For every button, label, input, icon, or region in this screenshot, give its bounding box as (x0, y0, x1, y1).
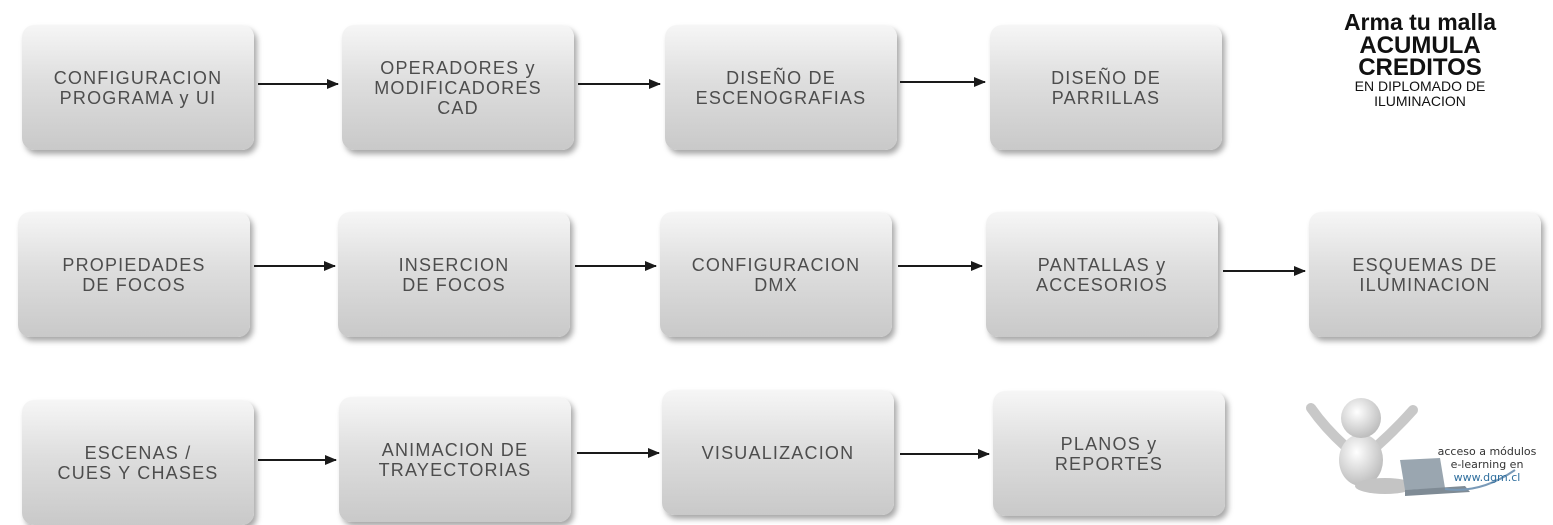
node-esquemas-iluminacion: ESQUEMAS DE ILUMINACION (1309, 212, 1541, 337)
node-planos-reportes: PLANOS y REPORTES (993, 391, 1225, 516)
node-visualizacion: VISUALIZACION (662, 390, 894, 515)
node-escenas-cues: ESCENAS / CUES Y CHASES (22, 400, 254, 525)
promo-line-arma: Arma tu malla (1343, 9, 1497, 35)
node-label: VISUALIZACION (701, 442, 855, 463)
elearning-graphic: acceso a módulos e-learning en www.dgm.c… (1305, 388, 1553, 498)
node-label: INSERCION DE FOCOS (398, 254, 510, 295)
promo-block: Arma tu malla ACUMULA CREDITOS EN DIPLOM… (1290, 10, 1550, 109)
elearning-line2: e-learning en (1450, 458, 1524, 471)
node-label: DISEÑO DE ESCENOGRAFIAS (695, 67, 867, 108)
node-label: CONFIGURACION PROGRAMA y UI (53, 67, 223, 108)
elearning-text: acceso a módulos e-learning en www.dgm.c… (1417, 445, 1553, 484)
node-label: PANTALLAS y ACCESORIOS (1035, 254, 1169, 295)
node-insercion-focos: INSERCION DE FOCOS (338, 212, 570, 337)
node-operadores-modificadores: OPERADORES y MODIFICADORES CAD (342, 25, 574, 150)
node-animacion-trayectorias: ANIMACION DE TRAYECTORIAS (339, 397, 571, 522)
node-diseno-parrillas: DISEÑO DE PARRILLAS (990, 25, 1222, 150)
node-label: ANIMACION DE TRAYECTORIAS (378, 439, 532, 480)
node-pantallas-accesorios: PANTALLAS y ACCESORIOS (986, 212, 1218, 337)
node-label: ESCENAS / CUES Y CHASES (57, 442, 219, 483)
node-label: PLANOS y REPORTES (1054, 433, 1164, 474)
promo-line-diplomado: EN DIPLOMADO DE ILUMINACION (1354, 78, 1486, 109)
figure-laptop-icon (1306, 398, 1516, 496)
node-diseno-escenografias: DISEÑO DE ESCENOGRAFIAS (665, 25, 897, 150)
node-label: ESQUEMAS DE ILUMINACION (1352, 254, 1498, 295)
node-label: OPERADORES y MODIFICADORES CAD (374, 57, 542, 118)
node-configuracion-programa: CONFIGURACION PROGRAMA y UI (22, 25, 254, 150)
node-label: DISEÑO DE PARRILLAS (1051, 67, 1161, 108)
promo-line-creditos: CREDITOS (1358, 54, 1482, 81)
node-label: CONFIGURACION DMX (691, 254, 861, 295)
elearning-line1: acceso a módulos (1437, 445, 1537, 458)
node-propiedades-focos: PROPIEDADES DE FOCOS (18, 212, 250, 337)
node-label: PROPIEDADES DE FOCOS (62, 254, 206, 295)
promo-line-acumula: ACUMULA (1359, 32, 1481, 59)
elearning-url[interactable]: www.dgm.cl (1453, 471, 1521, 484)
node-configuracion-dmx: CONFIGURACION DMX (660, 212, 892, 337)
